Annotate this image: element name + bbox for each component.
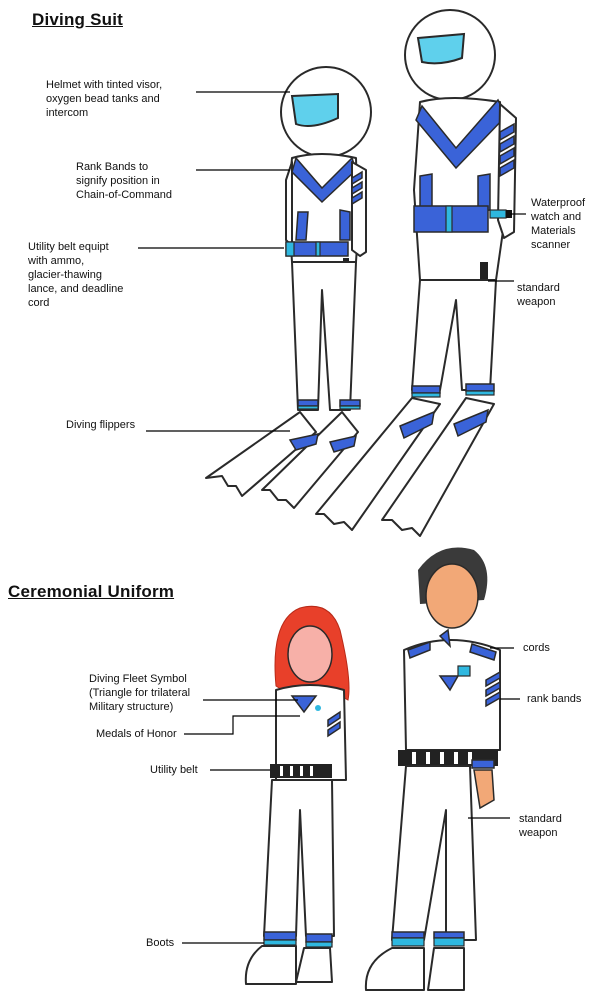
label-boots: Boots	[146, 937, 175, 949]
label-diving-fleet-symbol: Diving Fleet Symbol (Triangle for trilat…	[89, 673, 191, 713]
label-diving-flippers: Diving flippers	[66, 419, 136, 431]
diving-suit-female-figure	[205, 66, 372, 509]
label-helmet: Helmet with tinted visor, oxygen bead ta…	[46, 79, 163, 119]
label-rank-bands: Rank Bands to signify position in Chain-…	[76, 161, 172, 201]
diving-suit-male-figure	[315, 9, 517, 537]
callout-lines	[138, 91, 526, 944]
label-cords: cords	[523, 642, 550, 654]
section-title-diving-suit: Diving Suit	[32, 10, 123, 29]
label-standard-weapon: standard weapon	[517, 282, 560, 308]
label-utility-belt-ceremonial: Utility belt	[150, 764, 198, 776]
section-title-ceremonial-uniform: Ceremonial Uniform	[8, 582, 175, 601]
label-utility-belt: Utility belt equipt with ammo, glacier-t…	[28, 241, 124, 309]
label-medals-of-honor: Medals of Honor	[96, 728, 177, 740]
ceremonial-male-figure	[364, 547, 501, 991]
label-standard-weapon-ceremonial: standard weapon	[519, 813, 562, 839]
label-watch-scanner: Waterproof watch and Materials scanner	[531, 197, 586, 251]
ceremonial-female-figure	[244, 605, 350, 985]
label-rank-bands-ceremonial: rank bands	[527, 693, 582, 705]
